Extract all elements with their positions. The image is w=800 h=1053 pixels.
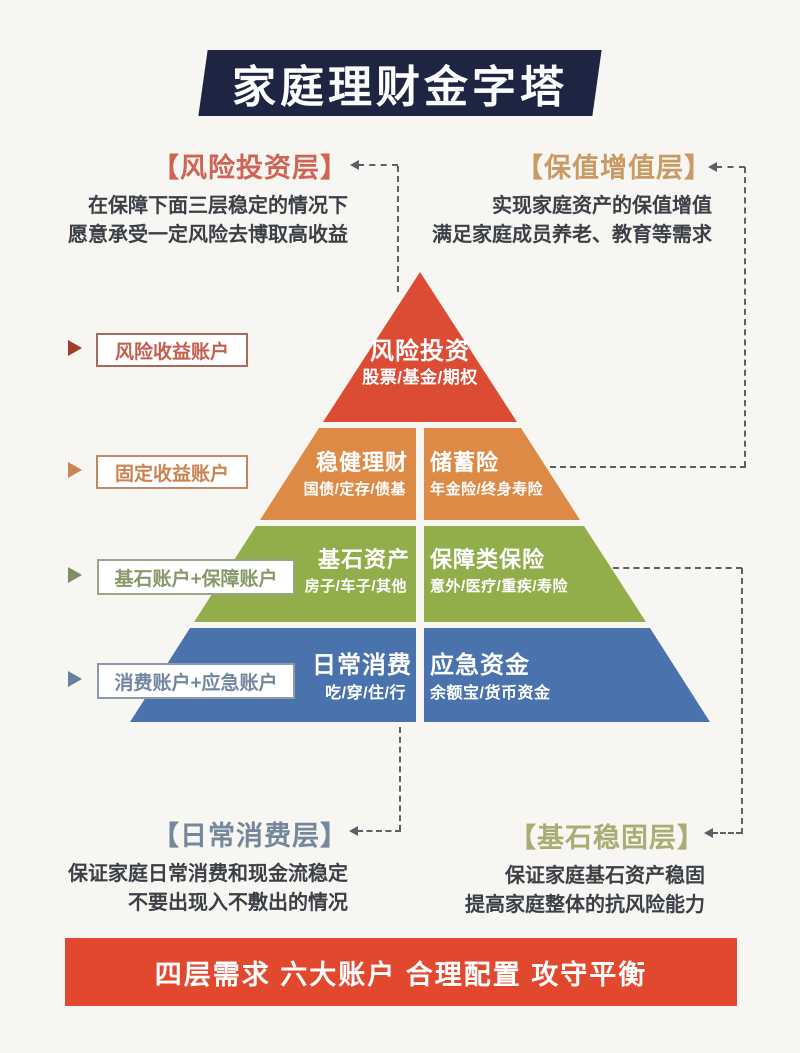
arrow-left-icon	[349, 826, 358, 836]
dashed-connector	[712, 832, 742, 834]
layer2-left-title: 稳健理财	[315, 450, 408, 475]
dashed-connector	[358, 164, 398, 166]
callout-daily-consumption-desc-1: 保证家庭日常消费和现金流稳定	[68, 863, 348, 885]
arrow-left-icon	[350, 160, 359, 170]
layer2-left-subtitle: 国债/定存/债基	[303, 481, 406, 498]
callout-risk-investment: 【风险投资层】 在保障下面三层稳定的情况下 愿意承受一定风险去博取高收益	[40, 150, 348, 250]
callout-cornerstone-label: 【基石稳固层】	[509, 823, 705, 853]
callout-risk-investment-label: 【风险投资层】	[152, 153, 348, 183]
layer4-right-subtitle: 余额宝/货币资金	[430, 685, 551, 702]
callout-daily-consumption: 【日常消费层】 保证家庭日常消费和现金流稳定 不要出现入不敷出的情况	[40, 818, 348, 918]
layer3-left-title: 基石资产	[317, 547, 410, 572]
triangle-right-icon	[68, 671, 82, 687]
callout-value-growth-desc-1: 实现家庭资产的保值增值	[492, 195, 712, 217]
layer4-left-subtitle: 吃/穿/住/行	[325, 685, 406, 702]
dashed-connector	[399, 727, 401, 831]
pyramid-layer-3-left	[194, 526, 416, 622]
callout-cornerstone: 【基石稳固层】 保证家庭基石资产稳固 提高家庭整体的抗风险能力	[402, 820, 705, 920]
arrow-left-icon	[708, 162, 717, 172]
triangle-right-icon	[68, 567, 82, 583]
account-box-consumption-emergency: 消费账户+应急账户	[97, 663, 295, 699]
dashed-connector	[716, 166, 745, 168]
footer-banner: 四层需求 六大账户 合理配置 攻守平衡	[65, 938, 737, 1006]
callout-daily-consumption-desc-2: 不要出现入不敷出的情况	[128, 892, 348, 914]
layer1-title: 风险投资	[370, 338, 470, 365]
account-box-cornerstone-protection: 基石账户+保障账户	[97, 559, 295, 595]
callout-risk-investment-desc-2: 愿意承受一定风险去博取高收益	[68, 224, 348, 246]
dashed-connector	[613, 567, 742, 569]
page-title: 家庭理财金字塔	[232, 63, 568, 112]
triangle-right-icon	[68, 340, 82, 356]
dashed-connector	[744, 167, 746, 467]
callout-daily-consumption-label: 【日常消费层】	[152, 821, 348, 851]
triangle-right-icon	[68, 462, 82, 478]
callout-value-growth-desc-2: 满足家庭成员养老、教育等需求	[432, 224, 712, 246]
callout-value-growth: 【保值增值层】 实现家庭资产的保值增值 满足家庭成员养老、教育等需求	[404, 150, 712, 250]
pyramid-layer-1-risk	[323, 272, 517, 422]
footer-slogan: 四层需求 六大账户 合理配置 攻守平衡	[154, 959, 648, 990]
callout-cornerstone-desc-2: 提高家庭整体的抗风险能力	[465, 894, 705, 916]
callout-cornerstone-desc-1: 保证家庭基石资产稳固	[505, 865, 705, 887]
account-box-risk-return: 风险收益账户	[96, 333, 248, 367]
pyramid-layer-2-right	[424, 428, 580, 520]
dashed-connector	[397, 166, 399, 292]
layer4-right-title: 应急资金	[430, 652, 530, 679]
dashed-connector	[741, 568, 743, 834]
layer3-right-title: 保障类保险	[430, 547, 546, 572]
layer1-subtitle: 股票/基金/期权	[362, 368, 478, 387]
title-banner: 家庭理财金字塔	[198, 50, 602, 116]
layer4-left-title: 日常消费	[312, 652, 412, 679]
dashed-connector	[550, 466, 746, 468]
dashed-connector	[357, 830, 401, 832]
arrow-left-icon	[704, 828, 713, 838]
layer2-right-subtitle: 年金险/终身寿险	[430, 481, 544, 498]
callout-risk-investment-desc-1: 在保障下面三层稳定的情况下	[88, 195, 348, 217]
pyramid-layer-3-right	[424, 526, 646, 622]
layer3-right-subtitle: 意外/医疗/重疾/寿险	[430, 578, 569, 595]
account-box-fixed-income: 固定收益账户	[96, 455, 248, 489]
layer3-left-subtitle: 房子/车子/其他	[304, 578, 407, 595]
layer2-right-title: 储蓄险	[430, 450, 500, 475]
callout-value-growth-label: 【保值增值层】	[516, 153, 712, 183]
pyramid-layer-4-right	[424, 628, 710, 722]
pyramid-layer-2-left	[260, 428, 416, 520]
